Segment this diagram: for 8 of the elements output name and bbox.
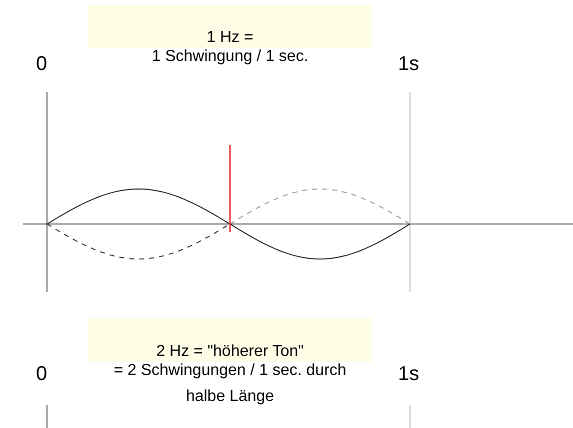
highlight-box: 1 Hz =: [88, 5, 372, 48]
description-text: 1 Schwingung / 1 sec.: [150, 47, 310, 67]
time-label: 1s: [398, 362, 420, 386]
time-label: 1s: [398, 52, 420, 76]
time-label: 0: [36, 52, 48, 76]
description-text: = 2 Schwingungen / 1 sec. durch halbe Länge: [112, 361, 348, 407]
time-label: 0: [36, 362, 48, 386]
highlight-box: 2 Hz = "höherer Ton": [88, 318, 372, 362]
